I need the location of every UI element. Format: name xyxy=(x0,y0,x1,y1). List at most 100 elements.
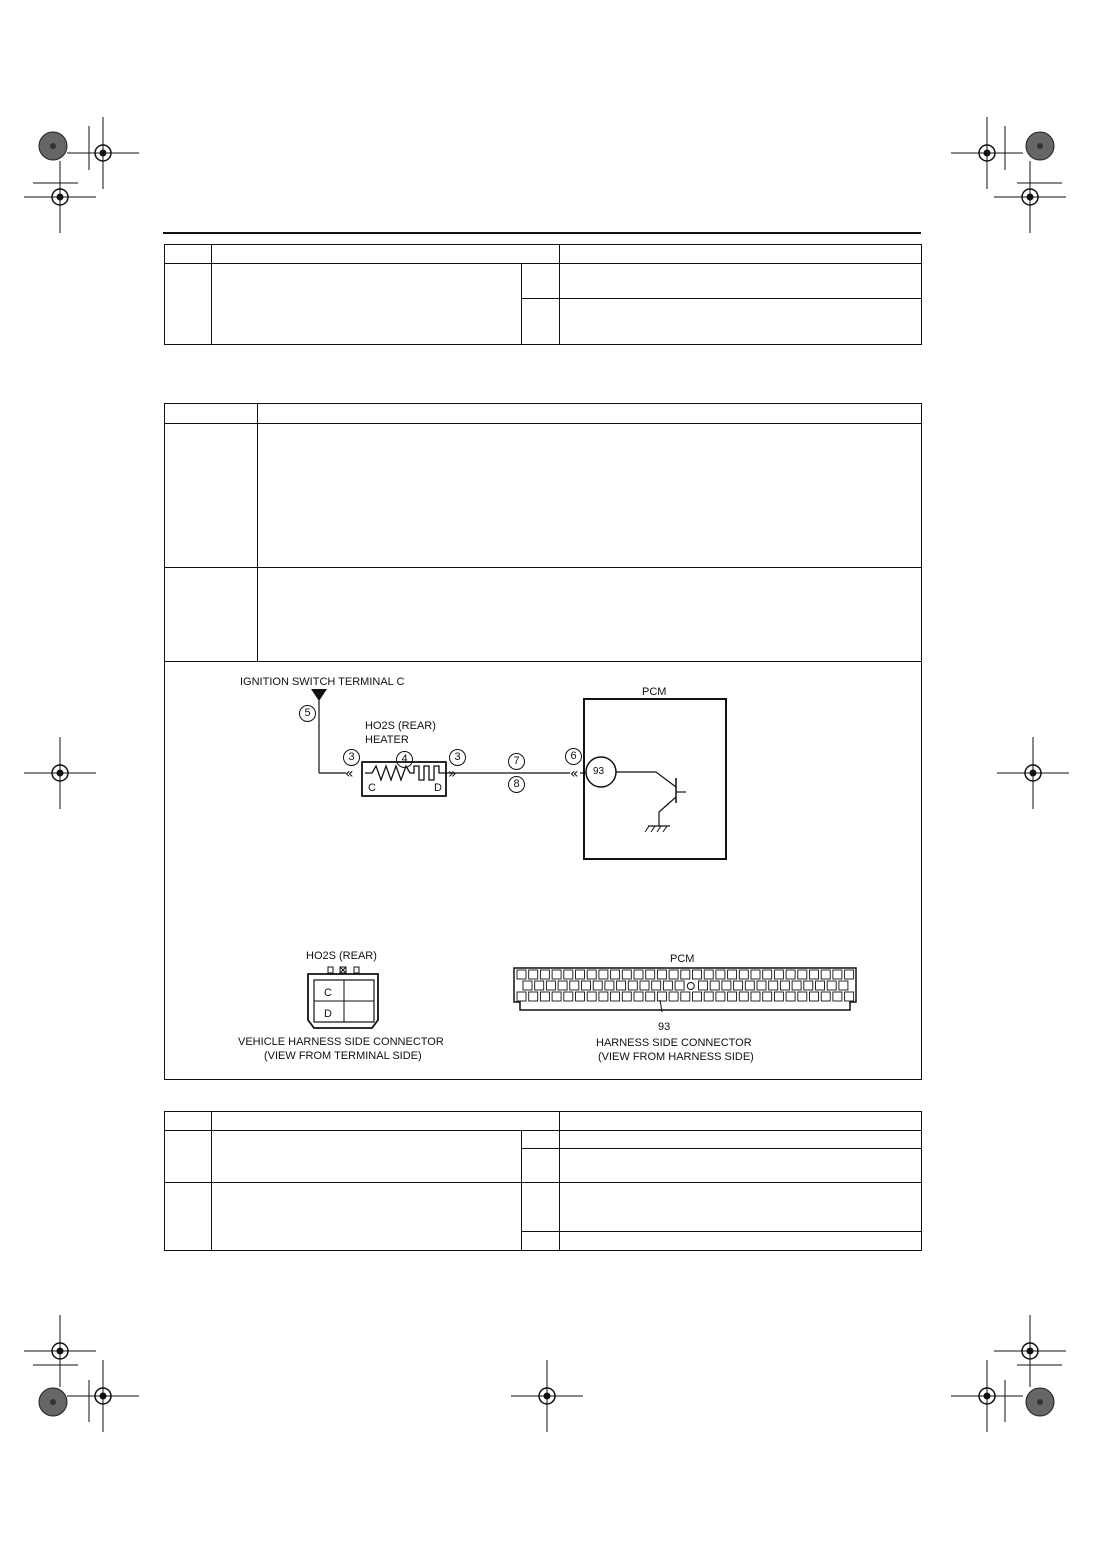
connector-pin xyxy=(750,969,761,980)
connector-pin xyxy=(569,980,580,991)
connector-pin xyxy=(645,991,656,1002)
callout-marker: 3 xyxy=(449,749,466,766)
pcm-box xyxy=(583,698,727,860)
table-cell xyxy=(164,1111,212,1131)
table-cell xyxy=(559,298,922,345)
step-table-bottom xyxy=(164,1111,922,1251)
table-header-row xyxy=(164,244,922,264)
ho2s-connector-icon xyxy=(307,966,379,1029)
connector-pin xyxy=(534,980,545,991)
connector-pin xyxy=(838,980,849,991)
table-row xyxy=(165,1148,922,1183)
connector-pin xyxy=(762,991,773,1002)
connector-pin xyxy=(733,980,744,991)
connector-pin xyxy=(545,980,556,991)
connector-pin xyxy=(844,969,855,980)
table-row xyxy=(165,1231,922,1251)
header-rule xyxy=(163,232,921,234)
connector-pin xyxy=(797,991,808,1002)
connector-pin xyxy=(575,991,585,1002)
connector-pin xyxy=(528,969,539,980)
connector-pin xyxy=(604,980,615,991)
connector-pin xyxy=(768,980,779,991)
table-cell xyxy=(211,1111,560,1131)
pcm-connector-caption-sub: (VIEW FROM HARNESS SIDE) xyxy=(598,1051,754,1063)
table-cell xyxy=(164,1182,212,1251)
connector-pin xyxy=(586,969,597,980)
pcm-connector-shell xyxy=(513,967,857,1011)
pcm-label: PCM xyxy=(642,686,667,698)
connector-pin xyxy=(703,969,714,980)
table-cell xyxy=(521,1130,560,1149)
pcm-connector-caption: HARNESS SIDE CONNECTOR xyxy=(596,1037,752,1049)
connector-pin xyxy=(744,980,755,991)
table-cell xyxy=(211,1182,522,1251)
connector-pin xyxy=(727,969,738,980)
table-cell xyxy=(559,1231,922,1251)
connector-pin xyxy=(715,991,726,1002)
ignition-switch-label: IGNITION SWITCH TERMINAL C xyxy=(240,676,405,688)
connector-pin xyxy=(773,969,784,980)
connector-pin xyxy=(633,969,644,980)
transistor-icon xyxy=(658,796,677,813)
connector-pin xyxy=(779,980,790,991)
sensor-title: HO2S (REAR) xyxy=(365,720,436,732)
table-cell xyxy=(211,263,522,345)
table-cell xyxy=(559,1148,922,1183)
callout-marker: 3 xyxy=(343,749,360,766)
callout-marker: 7 xyxy=(508,753,525,770)
ho2s-connector-title: HO2S (REAR) xyxy=(306,950,377,962)
terminal-d-label: D xyxy=(434,782,442,794)
connector-pin xyxy=(709,980,720,991)
pcm-connector-icon xyxy=(513,967,857,1012)
connector-pin xyxy=(832,991,843,1002)
connector-pin xyxy=(738,991,749,1002)
table-cell xyxy=(521,1148,560,1183)
connector-pin xyxy=(756,980,767,991)
table-row xyxy=(164,263,922,345)
pcm-connector-title: PCM xyxy=(670,953,695,965)
table-cell xyxy=(559,1130,922,1149)
connector-pin xyxy=(645,969,656,980)
table-header-row xyxy=(164,1111,922,1131)
connector-pin xyxy=(592,980,603,991)
ground-icon xyxy=(644,825,650,833)
table-row xyxy=(165,298,922,345)
connector-pin xyxy=(703,991,714,1002)
connector-pin xyxy=(785,991,796,1002)
callout-marker: 5 xyxy=(299,705,316,722)
table-cell xyxy=(257,423,922,568)
connector-pin xyxy=(551,969,562,980)
power-source-icon xyxy=(311,689,327,701)
connector-pin xyxy=(627,980,638,991)
connector-pin xyxy=(516,969,527,980)
connector-pin xyxy=(674,980,685,991)
connector-pin xyxy=(809,969,819,980)
connector-pin xyxy=(820,969,831,980)
connector-pin xyxy=(809,991,819,1002)
pcm-pin-93-label: 93 xyxy=(658,1021,671,1033)
ho2s-connector-caption: VEHICLE HARNESS SIDE CONNECTOR xyxy=(238,1036,444,1048)
connector-pin xyxy=(586,991,597,1002)
connector-pin xyxy=(633,991,644,1002)
table-cell xyxy=(164,567,258,662)
connector-arrow-icon: » xyxy=(448,766,457,782)
table-row xyxy=(164,1130,922,1183)
table-cell xyxy=(521,298,560,345)
connector-pin xyxy=(639,980,650,991)
table-cell xyxy=(521,263,560,299)
connector-arrow-icon: « xyxy=(570,766,579,782)
connector-pin xyxy=(721,980,732,991)
connector-pin xyxy=(522,980,533,991)
connector-pin xyxy=(791,980,802,991)
pcm-terminal-number: 93 xyxy=(593,766,605,777)
connector-pin xyxy=(727,991,738,1002)
connector-pin xyxy=(656,991,667,1002)
connector-pin xyxy=(844,991,855,1002)
connector-pin xyxy=(668,991,679,1002)
connector-pin xyxy=(621,991,632,1002)
connector-pin xyxy=(539,991,550,1002)
table-row xyxy=(164,1182,922,1251)
